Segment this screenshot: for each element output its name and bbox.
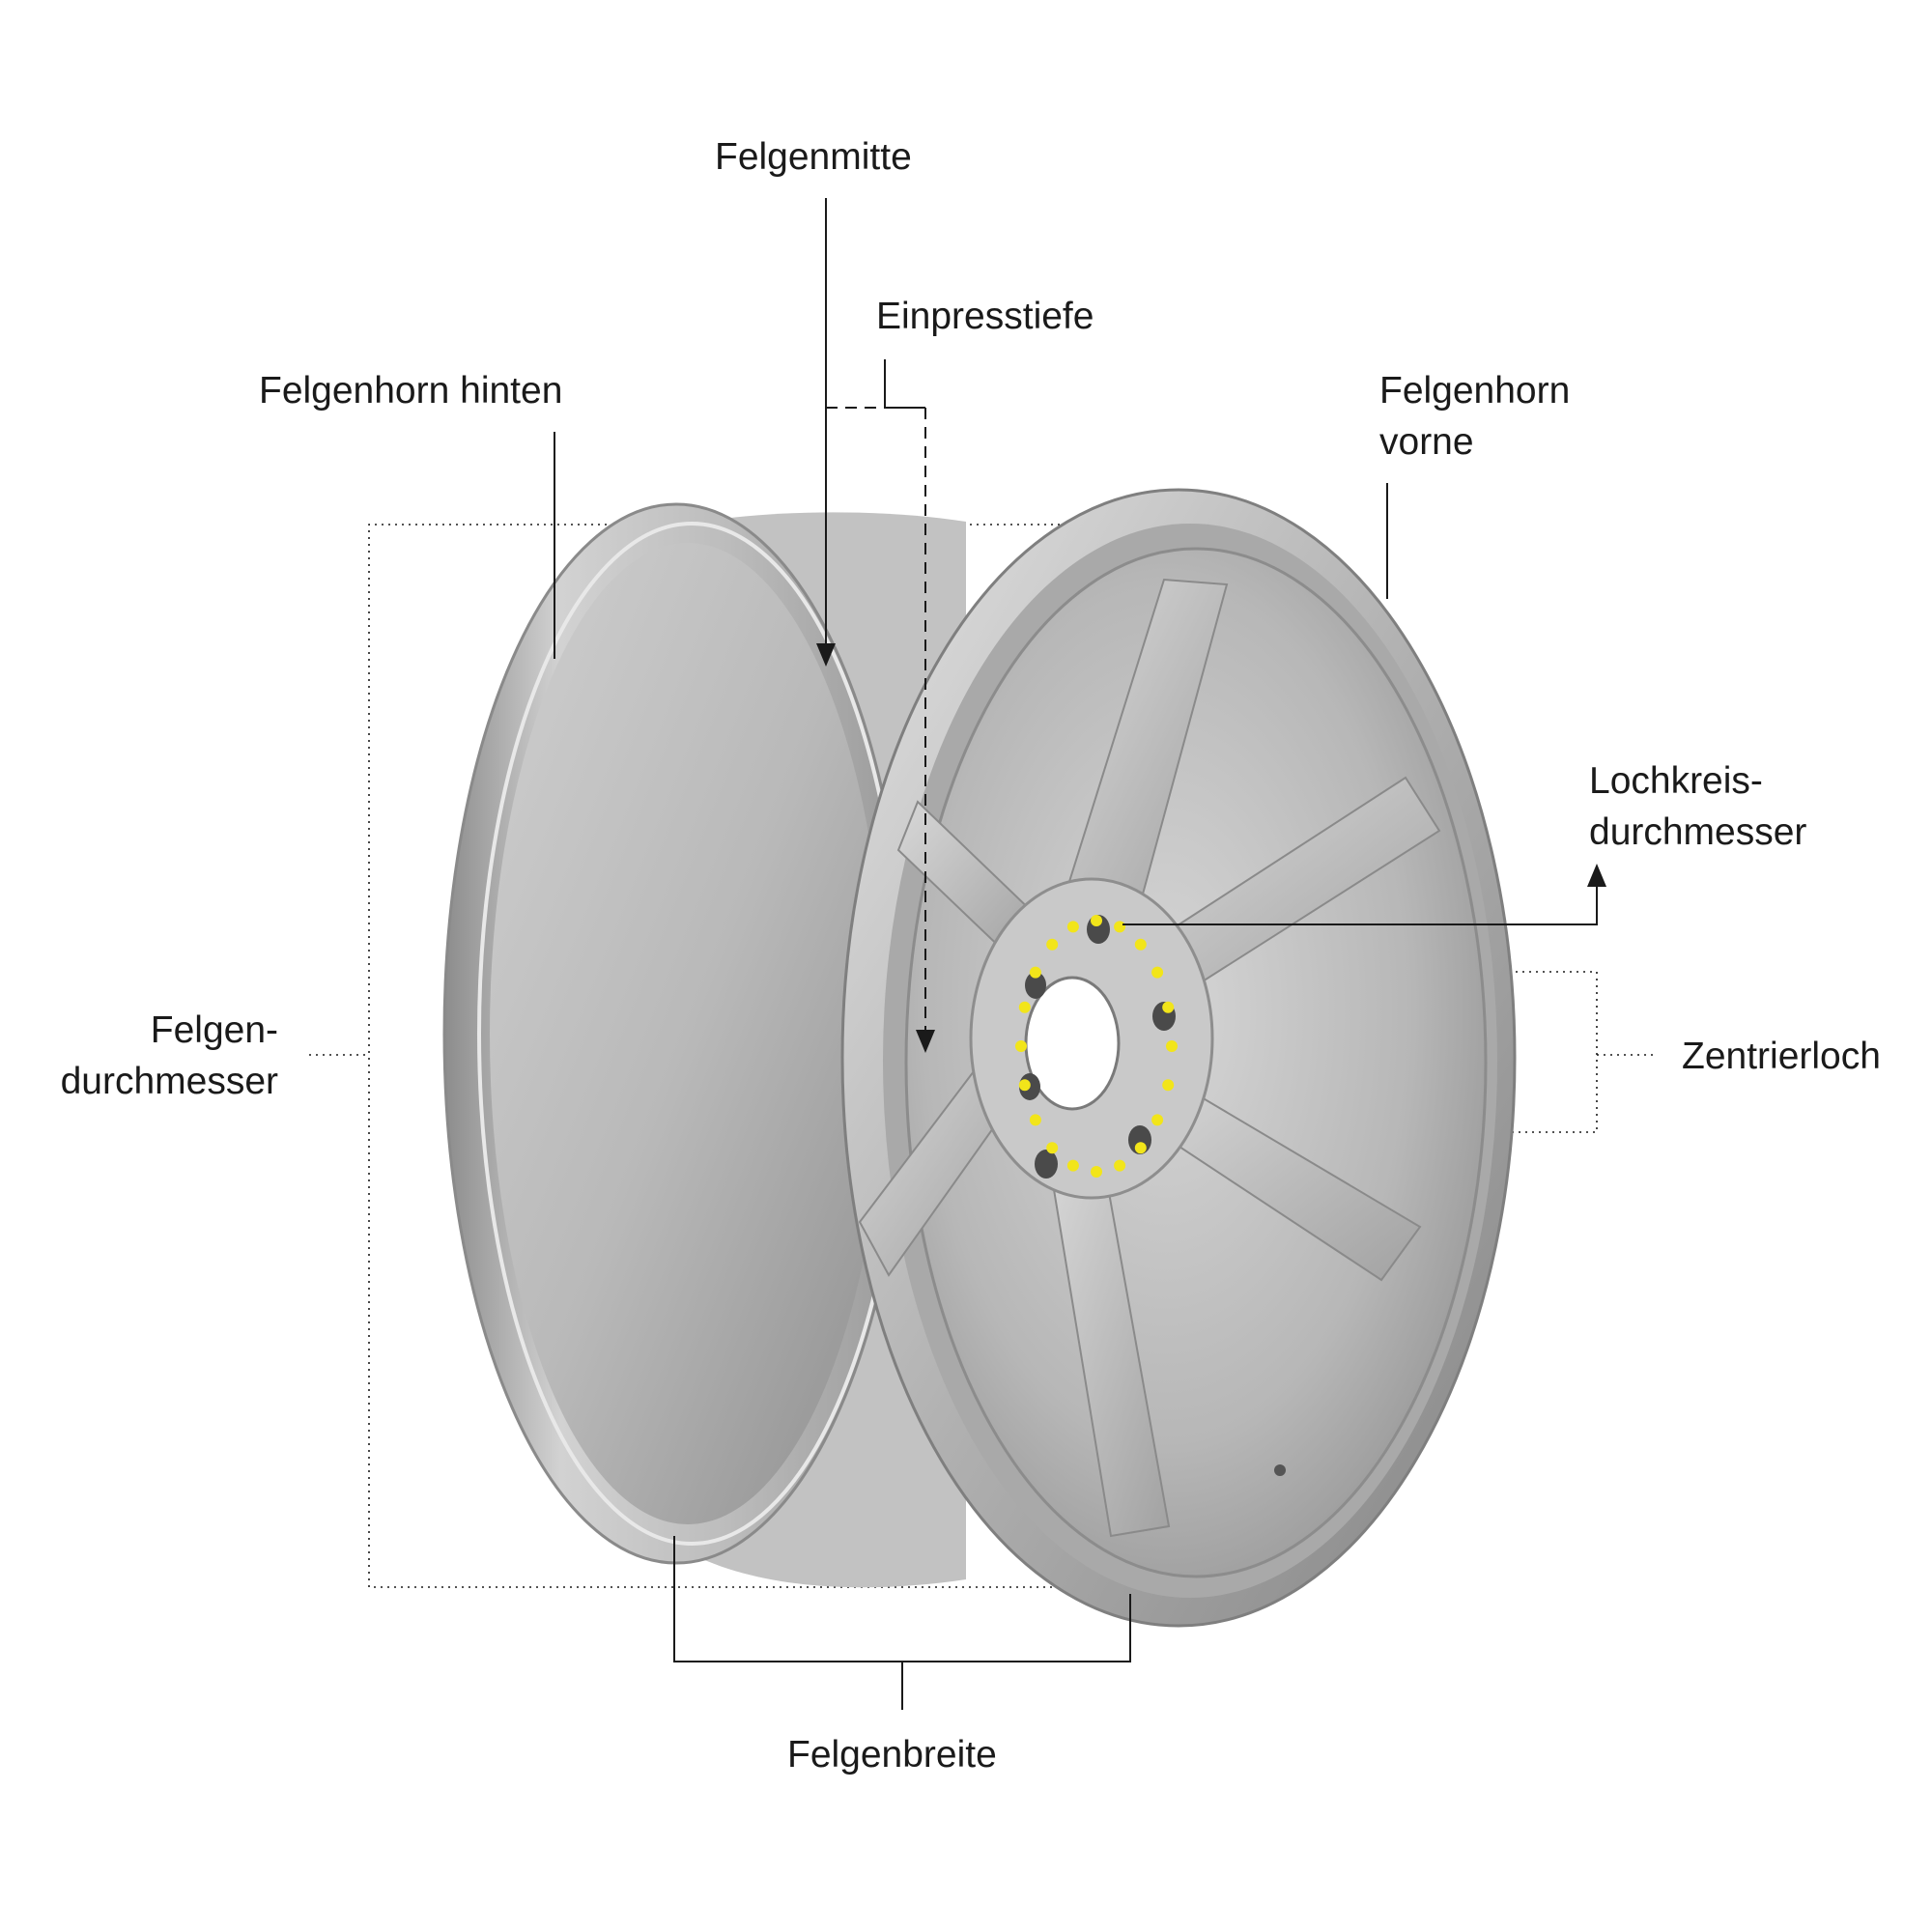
lochkreis-line2: durchmesser: [1589, 811, 1807, 853]
lochkreis-dot: [1151, 966, 1164, 979]
label-felgenmitte: Felgenmitte: [715, 131, 912, 183]
felgenmitte-arrow: [816, 198, 836, 667]
lochkreis-dot: [1162, 1079, 1175, 1092]
lochkreis-dot: [1166, 1040, 1178, 1052]
lochkreis-dot: [1134, 1142, 1147, 1154]
label-felgenhorn-vorne: Felgenhorn vorne: [1379, 365, 1570, 468]
lochkreis-dot: [1162, 1001, 1175, 1013]
lochkreis-dot: [1134, 938, 1147, 951]
lochkreis-dot: [1029, 1114, 1041, 1126]
felgendurchmesser-line2: durchmesser: [60, 1061, 278, 1102]
label-lochkreisdurchmesser: Lochkreis- durchmesser: [1589, 755, 1806, 858]
lochkreis-dot: [1018, 1001, 1031, 1013]
label-felgenhorn-hinten: Felgenhorn hinten: [259, 365, 562, 416]
zentrierloch-text: Zentrierloch: [1682, 1036, 1881, 1077]
lochkreis-dot: [1151, 1114, 1164, 1126]
wheel-spokes: [858, 578, 1441, 1538]
felgenbreite-text: Felgenbreite: [787, 1734, 997, 1776]
lochkreis-dot: [1029, 966, 1041, 979]
lochkreis-dot: [1091, 915, 1102, 926]
lochkreis-dots: [1015, 915, 1178, 1178]
lochkreis-dot: [1046, 1142, 1059, 1154]
einpresstiefe-arrow: [826, 359, 935, 1053]
label-zentrierloch: Zentrierloch: [1682, 1031, 1881, 1082]
lochkreis-line1: Lochkreis-: [1589, 760, 1763, 802]
lochkreis-arrow: [1122, 864, 1606, 925]
label-felgendurchmesser: Felgen- durchmesser: [29, 1005, 278, 1107]
lochkreis-dot: [1066, 921, 1079, 933]
lochkreis-dot: [1091, 1166, 1102, 1178]
felgenhorn-vorne-line2: vorne: [1379, 421, 1474, 463]
felgenhorn-hinten-text: Felgenhorn hinten: [259, 370, 563, 412]
label-einpresstiefe: Einpresstiefe: [876, 291, 1094, 342]
wheel-hub: [969, 877, 1214, 1200]
felgenhorn-vorne-line1: Felgenhorn: [1379, 370, 1571, 412]
lochkreis-dot: [1114, 921, 1126, 933]
lochkreis-dot: [1114, 1159, 1126, 1172]
label-felgenbreite: Felgenbreite: [787, 1729, 997, 1780]
lochkreis-dot: [1066, 1159, 1079, 1172]
felgenbreite-bracket: [673, 1536, 1131, 1710]
lochkreis-dot: [1015, 1040, 1027, 1052]
einpresstiefe-text: Einpresstiefe: [876, 296, 1094, 337]
lochkreis-dot: [1046, 938, 1059, 951]
felgenmitte-text: Felgenmitte: [715, 136, 912, 178]
felgendurchmesser-line1: Felgen-: [150, 1009, 278, 1051]
lochkreis-dot: [1018, 1079, 1031, 1092]
